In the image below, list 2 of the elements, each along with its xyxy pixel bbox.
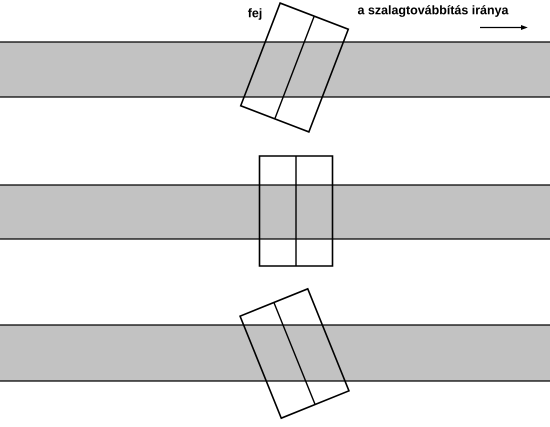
direction-label: a szalagtovábbítás iránya [358, 5, 508, 17]
head-label: fej [248, 8, 262, 20]
